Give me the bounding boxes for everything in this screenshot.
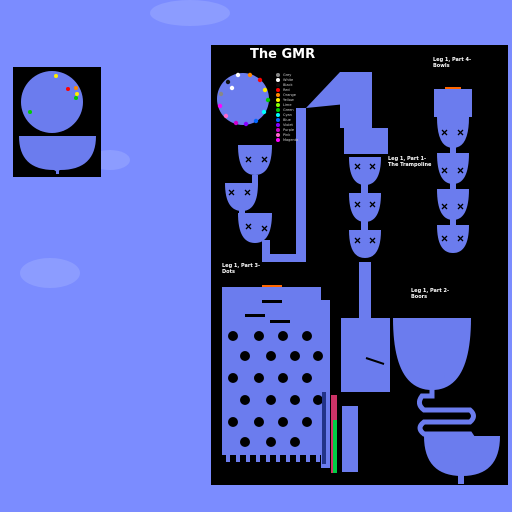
cloud (20, 258, 80, 288)
legend-label: Cyan (283, 112, 292, 117)
legend-item: Magenta (276, 137, 298, 142)
legend-swatch (276, 97, 280, 102)
legend-swatch (276, 77, 280, 82)
legend-item: Pink (276, 132, 290, 137)
bowls-top-box (434, 89, 472, 117)
legend-item: Orange (276, 92, 296, 97)
legend-swatch (276, 72, 280, 77)
legend-label: Green (283, 107, 294, 112)
legend-label: Orange (283, 92, 296, 97)
legend-item: Black (276, 82, 292, 87)
bowl-c (238, 213, 272, 243)
legend-swatch (276, 137, 280, 142)
legend-item: Lime (276, 102, 292, 107)
legend-label: Pink (283, 132, 291, 137)
bowl-b (225, 183, 258, 211)
legend-swatch (276, 107, 280, 112)
legend-label: Yellow (283, 97, 294, 102)
legend-swatch (276, 82, 280, 87)
label-leg1-part3: Leg 1, Part 3- Dots (222, 263, 261, 275)
doors-box (341, 318, 390, 392)
label-leg1-part1: Leg 1, Part 1- The Trampoline (388, 156, 432, 168)
tube (342, 406, 358, 472)
page-title: The GMR (250, 47, 316, 62)
bowl-a (238, 145, 272, 175)
legend-swatch (276, 127, 280, 132)
wheel-marbles (217, 72, 271, 127)
x-marks (228, 129, 464, 244)
tramp-bowl-1 (349, 157, 381, 185)
legend-swatch (276, 117, 280, 122)
zigzag-track (416, 388, 479, 443)
legend-label: Red (283, 87, 290, 92)
color-wheel (217, 73, 269, 125)
legend-item: Cyan (276, 112, 292, 117)
label-leg1-part4: Leg 1, Part 4- Bowls (433, 57, 472, 69)
legend-item: Violet (276, 122, 293, 127)
legend-swatch (276, 87, 280, 92)
legend-label: Violet (283, 122, 293, 127)
legend-label: Lime (283, 102, 292, 107)
legend-label: Grey (283, 72, 292, 77)
legend-swatch (276, 132, 280, 137)
legend-swatch (276, 102, 280, 107)
tramp-bowl-3 (349, 230, 381, 258)
label-leg1-part2: Leg 1, Part 2- Boors (411, 288, 450, 300)
legend-item: White (276, 77, 293, 82)
cloud (150, 0, 230, 26)
legend-item: Yellow (276, 97, 294, 102)
dots-board (222, 287, 330, 468)
legend-label: Magenta (283, 137, 299, 142)
mini-wheel (21, 71, 83, 133)
legend-item: Purple (276, 127, 294, 132)
legend-item: Green (276, 107, 294, 112)
legend-item: Red (276, 87, 290, 92)
final-bowl (424, 436, 500, 476)
dot-holes (228, 300, 323, 447)
mini-bowl (19, 136, 96, 172)
legend-swatch (276, 112, 280, 117)
legend-label: Purple (283, 127, 295, 132)
legend-label: White (283, 77, 294, 82)
tramp-bowl-2 (349, 193, 381, 222)
legend-swatch (276, 92, 280, 97)
legend-item: Grey (276, 72, 291, 77)
legend-label: Black (283, 82, 293, 87)
legend-swatch (276, 122, 280, 127)
legend-item: Blue (276, 117, 291, 122)
doors-bowl (393, 318, 471, 390)
legend-label: Blue (283, 117, 291, 122)
